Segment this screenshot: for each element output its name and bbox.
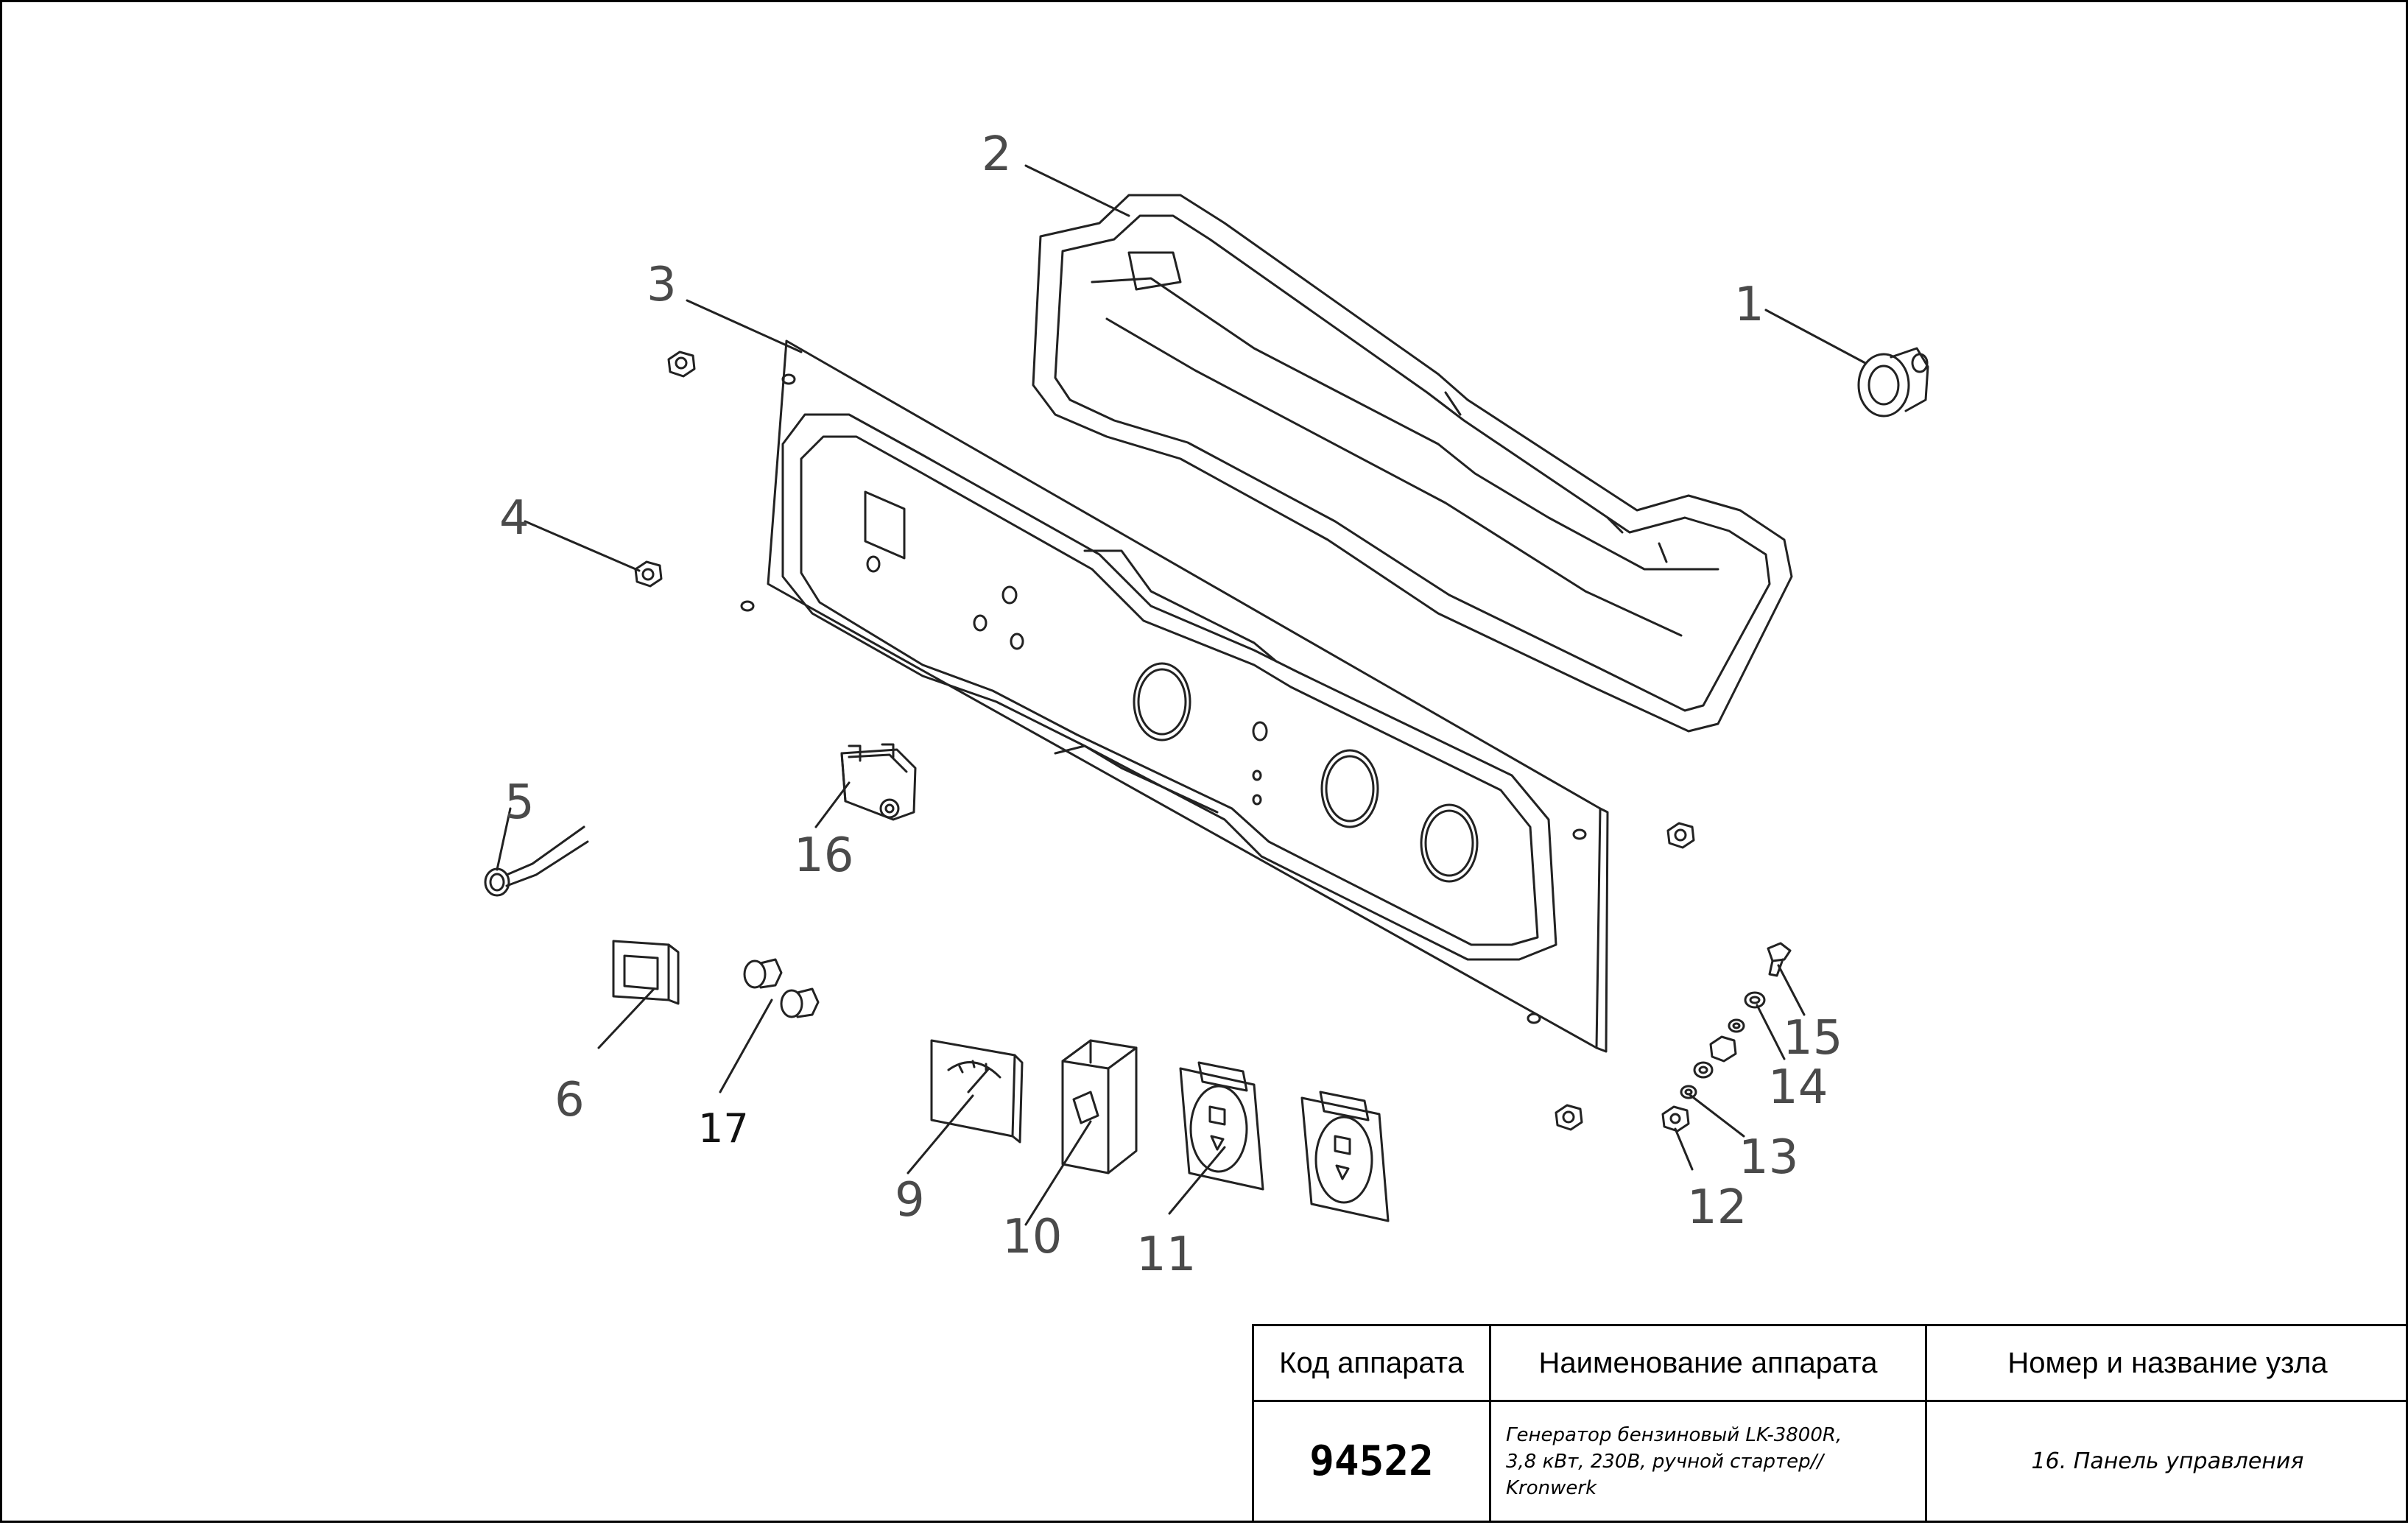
part-10-toggle-switch [1063,1040,1136,1173]
device-name-line-2: 3,8 кВт, 230В, ручной стартер// [1506,1451,1823,1473]
header-device-code: Код аппарата [1253,1325,1490,1401]
device-code: 94522 [1253,1401,1490,1522]
callout-13: 13 [1739,1130,1798,1185]
callout-17: 17 [698,1105,749,1152]
unit-name: 16. Панель управления [1926,1401,2408,1522]
device-name: Генератор бензиновый LK-3800R, 3,8 кВт, … [1490,1401,1926,1522]
callout-15: 15 [1783,1011,1842,1066]
part-1-knob [1859,348,1928,416]
callout-numbers: 1 2 3 4 5 6 9 10 11 12 13 14 15 16 17 [499,127,1842,1282]
callout-16: 16 [794,828,853,883]
title-block: Код аппарата Наименование аппарата Номер… [1252,1324,2408,1523]
part-11-sockets [1180,1063,1388,1221]
leader-lines [497,166,1865,1225]
callout-10: 10 [1002,1210,1062,1264]
callout-5: 5 [504,775,535,830]
part-5-indicator-lamp [485,827,588,895]
part-2-panel-housing [1033,195,1792,731]
part-3-front-panel [742,341,1608,1052]
callout-3: 3 [647,258,677,312]
part-6-rocker-switch [613,941,678,1004]
callout-11: 11 [1136,1228,1196,1282]
device-name-line-1: Генератор бензиновый LK-3800R, [1506,1424,1842,1446]
callout-1: 1 [1734,278,1764,332]
callout-9: 9 [895,1173,925,1228]
callout-12: 12 [1687,1180,1747,1235]
part-16-breaker [842,744,915,820]
callout-4: 4 [499,491,529,546]
header-unit-name: Номер и название узла [1926,1325,2408,1401]
callout-6: 6 [555,1073,585,1127]
part-17-fuses [744,959,818,1017]
callout-2: 2 [982,127,1012,182]
header-device-name: Наименование аппарата [1490,1325,1926,1401]
part-9-voltmeter [932,1040,1022,1142]
callout-14: 14 [1768,1060,1828,1115]
device-name-line-3: Kronwerk [1506,1477,1596,1499]
